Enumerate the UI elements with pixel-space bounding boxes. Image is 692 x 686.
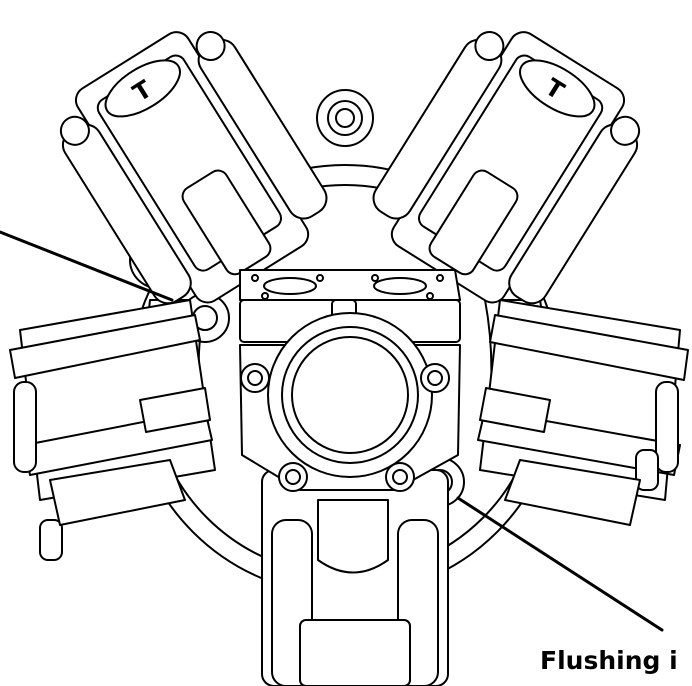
cylinder-upper-left: T <box>59 31 328 305</box>
callout-flushing-label: Flushing i <box>540 646 678 675</box>
cylinder-upper-right: T <box>372 31 641 305</box>
port-block <box>239 269 461 346</box>
bolt-lower-left <box>278 462 308 492</box>
cylinder-bottom <box>261 469 449 686</box>
mount-lug-top <box>316 89 374 147</box>
bolt-lower-right <box>385 462 415 492</box>
shaft-flange <box>239 312 461 491</box>
cylinder-left <box>9 299 216 561</box>
flange-bolts <box>240 363 450 492</box>
bolt-upper-right <box>420 363 450 393</box>
leader-line-right <box>456 496 664 632</box>
bolt-upper-left <box>240 363 270 393</box>
cylinder-right <box>477 299 689 526</box>
leader-line-left <box>0 230 174 302</box>
